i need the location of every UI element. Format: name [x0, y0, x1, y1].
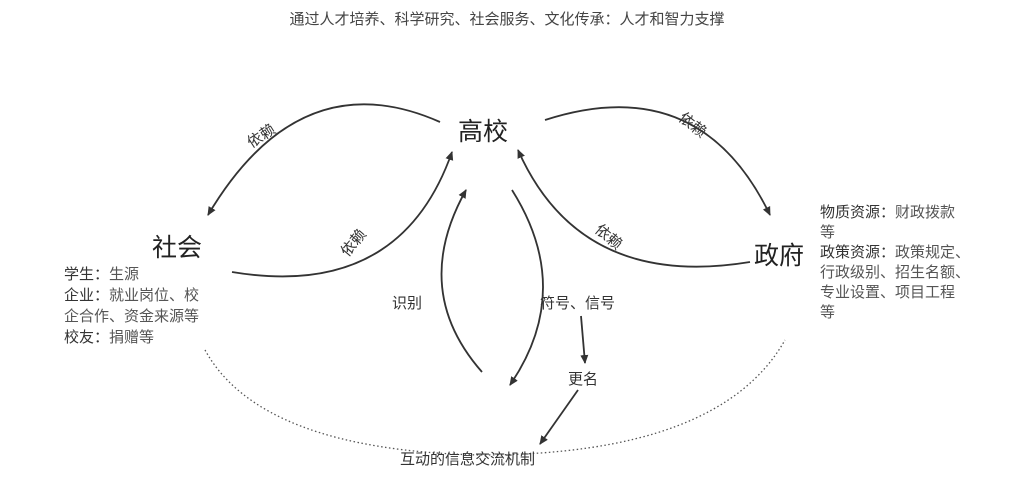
- resource-line: 行政级别、招生名额、: [820, 263, 971, 281]
- government-resources: 物质资源：财政拨款 等 政策资源：政策规定、 行政级别、招生名额、 专业设置、项…: [820, 202, 970, 322]
- arrow-university-to-society: [207, 103, 441, 216]
- dotted-interaction-arc: [204, 339, 786, 456]
- arrow-government-to-university: [517, 149, 751, 268]
- arrow-identify: [440, 189, 483, 373]
- arrow-university-to-government: [544, 106, 771, 216]
- arrow-society-to-university: [231, 151, 454, 278]
- label-signal: 符号、信号: [540, 294, 616, 312]
- arrow-to-rename: [580, 315, 589, 364]
- resource-line: 等: [820, 303, 836, 321]
- resource-line: 企业：就业岗位、校: [64, 286, 200, 304]
- arrow-to-mechanism: [539, 389, 579, 445]
- resource-line: 专业设置、项目工程: [820, 283, 956, 301]
- label-mechanism: 互动的信息交流机制: [400, 450, 536, 468]
- resource-line: 企合作、资金来源等: [64, 307, 200, 325]
- society-resources: 学生：生源 企业：就业岗位、校 企合作、资金来源等 校友：捐赠等: [64, 264, 199, 348]
- diagram-title: 通过人才培养、科学研究、社会服务、文化传承：人才和智力支撑: [289, 10, 725, 28]
- node-university: 高校: [458, 117, 509, 146]
- node-society: 社会: [152, 233, 203, 262]
- label-identify: 识别: [392, 294, 423, 312]
- resource-line: 政策资源：政策规定、: [820, 243, 971, 261]
- resource-line: 校友：捐赠等: [64, 328, 155, 346]
- arrow-signal: [509, 189, 544, 386]
- label-rename: 更名: [568, 370, 599, 388]
- resource-line: 学生：生源: [64, 265, 140, 283]
- resource-line: 等: [820, 223, 836, 241]
- resource-line: 物质资源：财政拨款: [820, 203, 956, 221]
- node-government: 政府: [754, 241, 805, 270]
